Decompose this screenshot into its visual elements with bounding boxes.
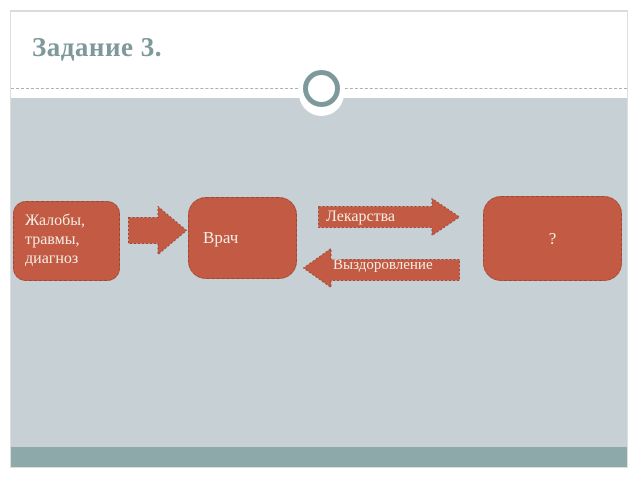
complaints-line-3: диагноз	[25, 250, 79, 267]
recovery-arrow-label: Выздоровление	[333, 257, 433, 273]
slide-header: Задание 3.	[11, 12, 627, 88]
flow-right-arrow-icon	[128, 206, 187, 255]
medicine-arrow-label: Лекарства	[326, 208, 396, 225]
box-doctor: Врач	[188, 197, 297, 279]
recovery-left-arrow-icon	[303, 248, 460, 288]
box-question: ?	[483, 196, 622, 281]
box-complaints: Жалобы, травмы, диагноз	[13, 201, 120, 281]
medicine-right-arrow-icon	[318, 198, 460, 236]
complaints-line-1: Жалобы,	[25, 212, 86, 229]
doctor-label: Врач	[203, 228, 239, 247]
slide: Задание 3. Жалобы, травмы, диагноз Врач …	[10, 10, 628, 468]
complaints-line-2: травмы,	[25, 231, 80, 248]
medicine-arrow: Лекарства	[318, 198, 460, 236]
recovery-arrow: Выздоровление	[303, 248, 460, 288]
ornament-circle-icon	[303, 70, 340, 107]
question-label: ?	[548, 228, 557, 248]
slide-title: Задание 3.	[32, 32, 163, 62]
footer-band	[11, 447, 627, 467]
